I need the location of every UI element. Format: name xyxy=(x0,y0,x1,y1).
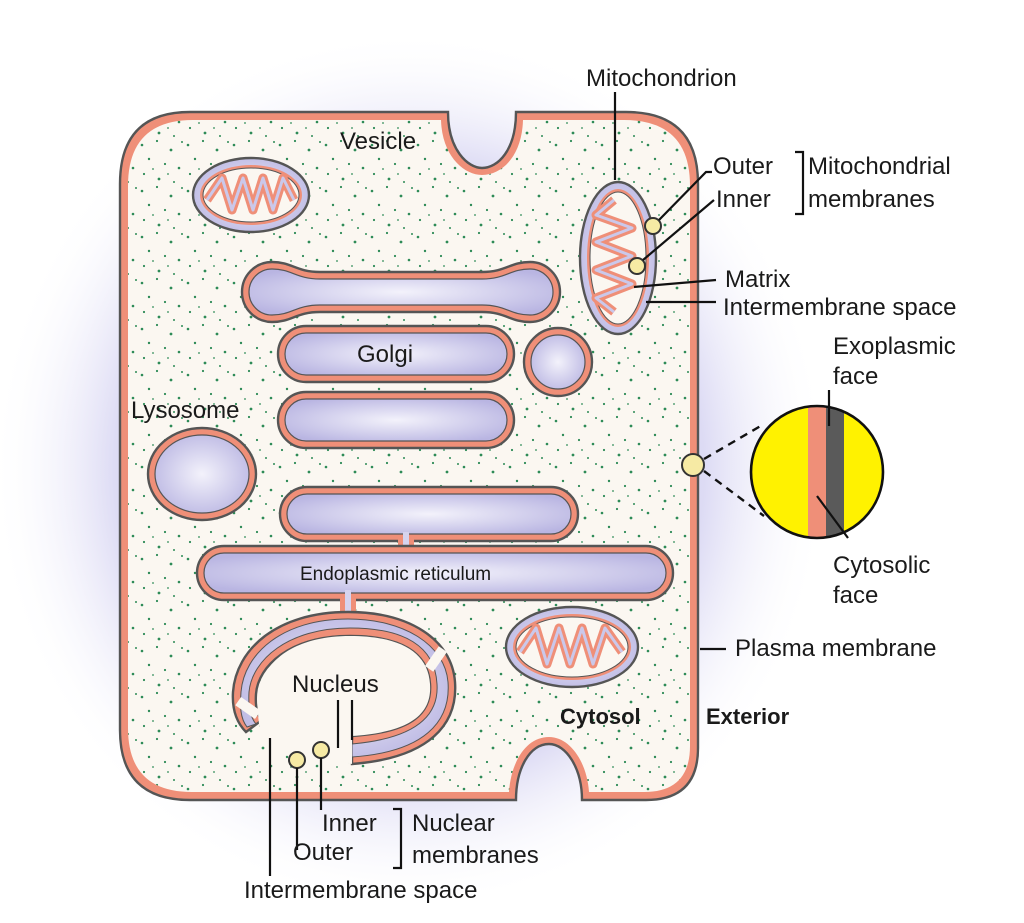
label-nuclear-outer: Outer xyxy=(293,839,353,866)
label-nuclear-line2: membranes xyxy=(412,842,539,869)
label-vesicle: Vesicle xyxy=(340,128,416,155)
mitochondrion-bottom-right xyxy=(504,605,640,689)
label-mitochondrial-line2: membranes xyxy=(808,186,935,213)
labels: Mitochondrion Vesicle Outer Inner Mitoch… xyxy=(131,65,956,904)
label-cytosolic-line2: face xyxy=(833,582,878,609)
label-exoplasmic-line2: face xyxy=(833,363,878,390)
label-intermembrane-space-nuclear: Intermembrane space xyxy=(244,877,477,904)
mitochondrion-top-left xyxy=(191,156,311,234)
nuclear-inner-marker xyxy=(312,741,330,759)
label-mito-outer: Outer xyxy=(713,153,773,180)
label-exterior: Exterior xyxy=(706,704,790,729)
label-golgi: Golgi xyxy=(357,341,413,368)
label-cytosolic-line1: Cytosolic xyxy=(833,552,930,579)
vesicle-small xyxy=(522,326,594,398)
mitochondrion-right xyxy=(578,180,658,336)
bilayer-zoom xyxy=(749,404,885,540)
label-mitochondrion: Mitochondrion xyxy=(586,65,737,92)
golgi xyxy=(240,260,562,450)
label-lysosome: Lysosome xyxy=(131,397,240,424)
nucleus xyxy=(231,610,457,766)
label-nuclear-line1: Nuclear xyxy=(412,810,495,837)
mito-inner-marker xyxy=(628,257,646,275)
label-nucleus: Nucleus xyxy=(292,671,379,698)
label-cytosol: Cytosol xyxy=(560,704,641,729)
label-plasma-membrane: Plasma membrane xyxy=(735,635,936,662)
label-exoplasmic-line1: Exoplasmic xyxy=(833,333,956,360)
plasma-membrane-marker xyxy=(681,453,705,477)
lysosome xyxy=(146,426,258,522)
label-intermembrane-space-mito: Intermembrane space xyxy=(723,294,956,321)
nuclear-outer-marker xyxy=(288,751,306,769)
leader-lines xyxy=(268,92,849,876)
endoplasmic-reticulum xyxy=(195,485,675,620)
label-nuclear-inner: Inner xyxy=(322,810,377,837)
label-matrix: Matrix xyxy=(725,266,790,293)
nuclear-envelope xyxy=(231,610,457,766)
mito-outer-marker xyxy=(644,217,662,235)
label-mitochondrial-line1: Mitochondrial xyxy=(808,153,951,180)
label-endoplasmic-reticulum: Endoplasmic reticulum xyxy=(300,564,491,585)
label-mito-inner: Inner xyxy=(716,186,771,213)
